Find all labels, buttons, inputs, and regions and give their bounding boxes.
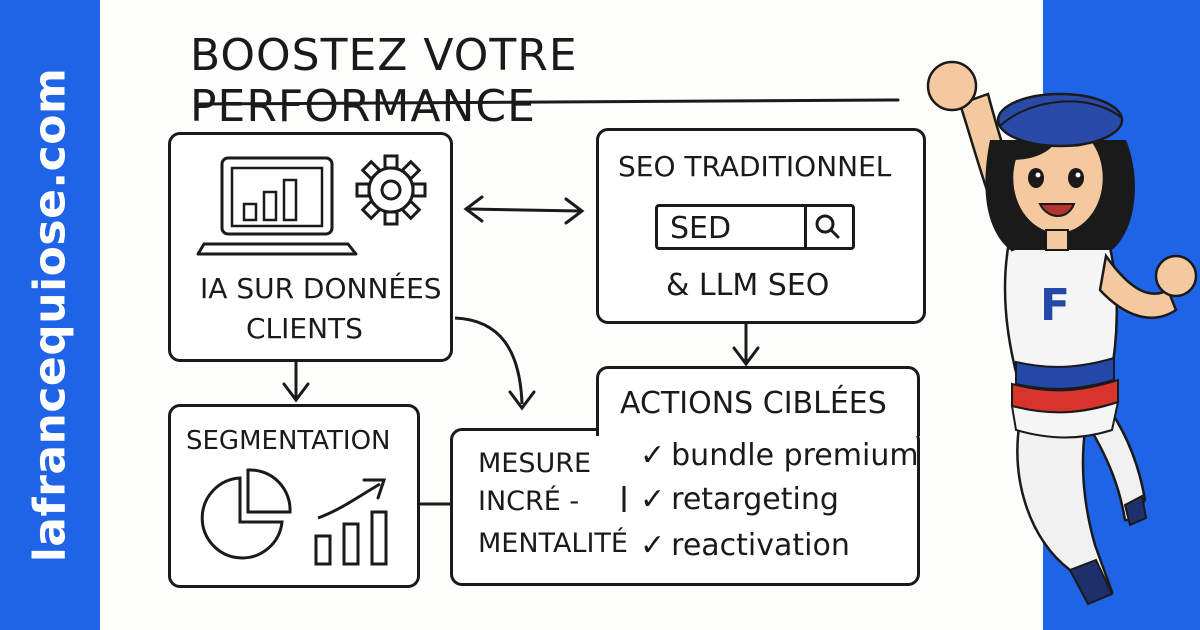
action-item-2: ✓retargeting: [640, 482, 839, 517]
left-brand-band: lafrancequiose.com: [0, 0, 100, 630]
action-item-1: ✓bundle premium: [640, 438, 919, 473]
segmentation-title: SEGMENTATION: [186, 426, 391, 456]
box-actions-header: [596, 366, 920, 436]
actions-title: ACTIONS CIBLÉES: [620, 386, 887, 421]
mesure-line2: INCRÉ -: [478, 486, 580, 517]
ia-label-line2: CLIENTS: [246, 312, 363, 345]
action-item-label: bundle premium: [671, 438, 919, 473]
ia-label-line1: IA SUR DONNÉES: [200, 272, 442, 305]
check-icon: ✓: [640, 482, 666, 517]
search-icon: [804, 207, 852, 247]
brand-site: lafrancequiose.com: [24, 67, 76, 563]
diagram-title: BOOSTEZ VOTRE PERFORMANCE: [190, 30, 578, 132]
check-icon: ✓: [640, 438, 666, 473]
mascot-shirt-letter: F: [1040, 280, 1071, 331]
box-mesure-actions: [450, 428, 920, 586]
mesure-line3: MENTALITÉ: [478, 528, 628, 559]
action-item-label: reactivation: [671, 528, 850, 563]
action-item-3: ✓reactivation: [640, 528, 850, 563]
seo-title: SEO TRADITIONNEL: [618, 150, 892, 183]
action-item-label: retargeting: [671, 482, 839, 517]
check-icon: ✓: [640, 528, 666, 563]
seo-search-box: SED: [655, 204, 855, 250]
mesure-line1: MESURE: [478, 448, 592, 479]
seo-subtitle: & LLM SEO: [666, 268, 830, 303]
seo-search-value: SED: [670, 211, 732, 246]
